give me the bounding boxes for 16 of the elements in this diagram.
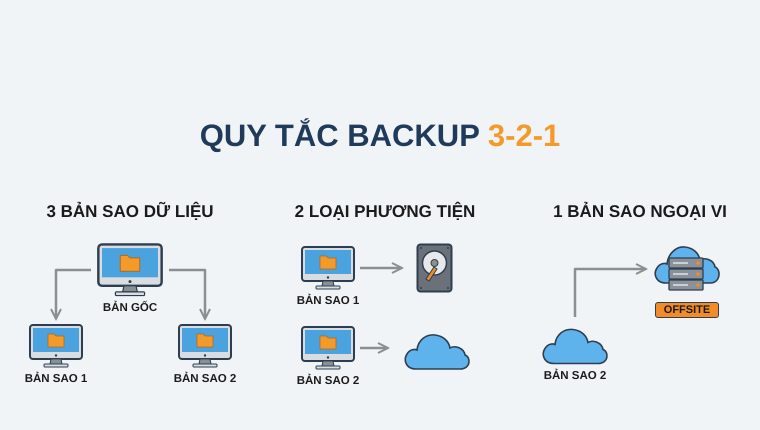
node-label: BẢN SAO 2 <box>544 370 606 382</box>
section-heading: 2 LOẠI PHƯƠNG TIỆN <box>294 202 476 222</box>
node-label: BẢN GỐC <box>102 302 158 314</box>
arrow <box>50 268 91 320</box>
offsite-badge: OFFSITE <box>654 302 720 318</box>
section-heading: 3 BẢN SAO DỮ LIỆU <box>45 202 215 222</box>
arrow <box>360 342 389 354</box>
arrow <box>574 263 647 317</box>
arrow <box>360 262 403 274</box>
arrow <box>169 268 211 320</box>
section-heading: 1 BẢN SAO NGOẠI VI <box>552 202 728 222</box>
node-label: BẢN SAO 2 <box>174 373 236 385</box>
title: QUY TẮC BACKUP 3-2-1 <box>198 118 562 154</box>
node-label: BẢN SAO 1 <box>296 295 360 307</box>
node-label: BẢN SAO 2 <box>296 375 360 387</box>
node-label: BẢN SAO 1 <box>24 373 88 385</box>
